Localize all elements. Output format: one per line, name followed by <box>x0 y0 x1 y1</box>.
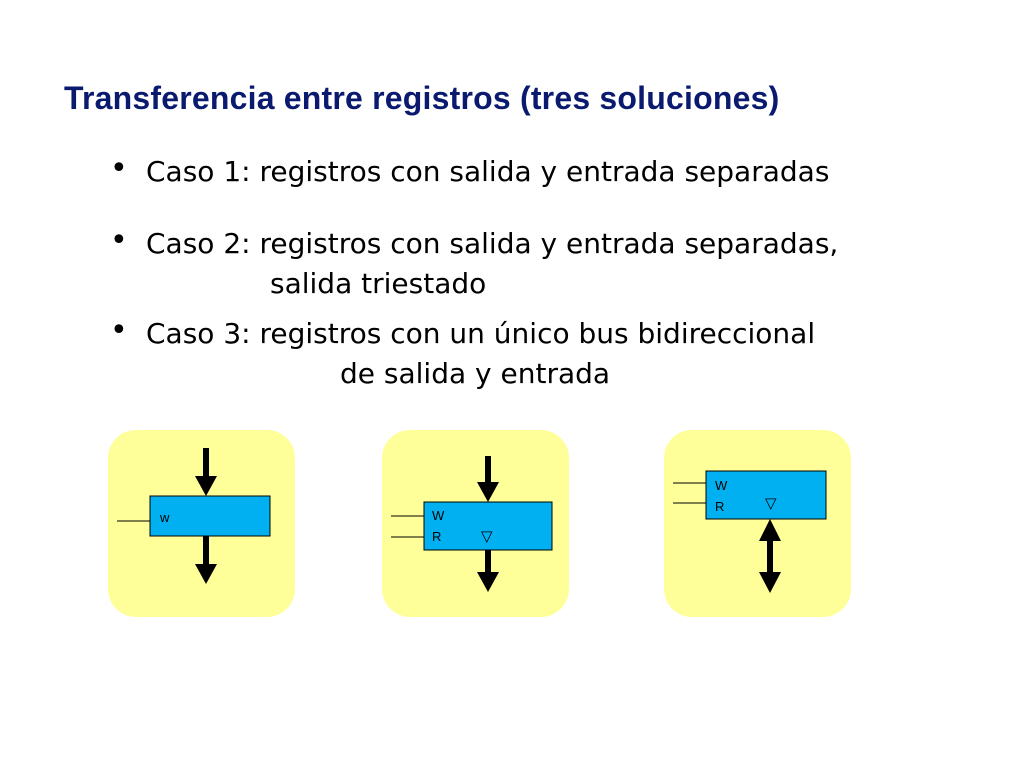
bullet-text-continuation: salida triestado <box>270 267 487 300</box>
diagram-case-3: W R ▽ <box>664 430 851 617</box>
read-label: R <box>432 529 441 544</box>
bidirectional-arrow-head-up <box>759 519 781 541</box>
write-label: w <box>159 510 170 525</box>
read-label: R <box>715 499 724 514</box>
bidirectional-arrow-head-down <box>759 572 781 593</box>
bullet-dot: • <box>110 223 128 258</box>
input-arrow-head <box>477 482 499 502</box>
bullet-text: Caso 3: registros con un único bus bidir… <box>146 317 816 350</box>
panel-background <box>664 430 851 617</box>
output-arrow-head <box>195 564 217 584</box>
input-arrow-head <box>195 476 217 496</box>
bullet-text: Caso 1: registros con salida y entrada s… <box>146 155 830 188</box>
bullet-text: Caso 2: registros con salida y entrada s… <box>146 227 839 260</box>
write-label: W <box>432 508 445 523</box>
register-box <box>705 470 827 520</box>
slide-title: Transferencia entre registros (tres solu… <box>64 80 780 116</box>
tristate-symbol: ▽ <box>481 528 493 545</box>
bullet-dot: • <box>110 151 128 186</box>
tristate-symbol: ▽ <box>765 495 777 512</box>
diagram-case-2: W R ▽ <box>382 430 569 617</box>
bullet-text-continuation: de salida y entrada <box>340 357 611 390</box>
write-label: W <box>715 478 728 493</box>
bullet-dot: • <box>110 313 128 348</box>
register-box <box>149 495 271 537</box>
register-box <box>423 501 553 551</box>
diagram-case-1: w <box>108 430 295 617</box>
output-arrow-head <box>477 572 499 592</box>
